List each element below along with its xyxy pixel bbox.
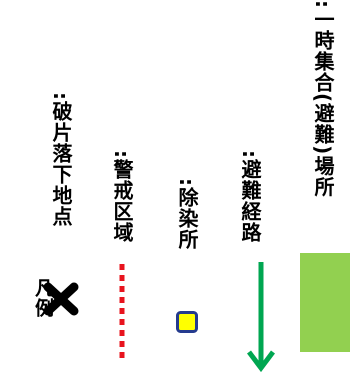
legend-label-decontamination: :除染所 xyxy=(175,178,199,250)
legend-label-assembly-area: :一時集合(避難)場所 xyxy=(311,0,335,198)
legend-label-restricted-zone: :警戒区域 xyxy=(110,150,134,243)
green-rectangle-icon xyxy=(300,253,350,352)
arrow-down-icon xyxy=(247,262,275,373)
legend-label-evacuation-route: :避難経路 xyxy=(238,150,262,243)
dotted-line-icon xyxy=(119,264,125,360)
legend-label-debris-impact: :破片落下地点 xyxy=(49,92,73,227)
x-mark-icon xyxy=(43,282,79,316)
square-icon xyxy=(176,311,198,333)
